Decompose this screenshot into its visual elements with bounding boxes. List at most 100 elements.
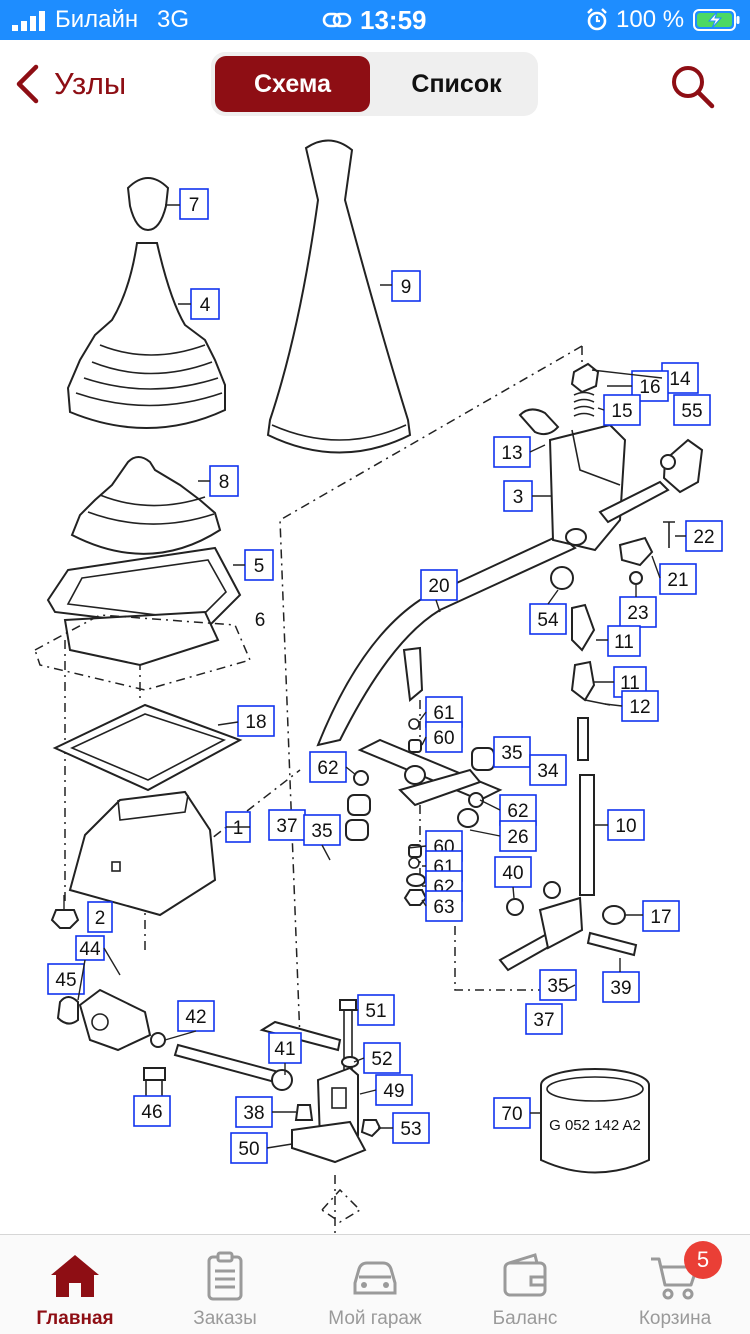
part-label[interactable]: 44 (75, 935, 105, 961)
part-label[interactable]: 9 (391, 270, 421, 302)
svg-text:54: 54 (537, 610, 559, 631)
tab-orders-label: Заказы (193, 1308, 257, 1329)
part-label[interactable]: 45 (47, 963, 85, 995)
part-label[interactable]: 51 (357, 994, 395, 1026)
part-label[interactable]: 38 (235, 1096, 273, 1128)
part-label[interactable]: 55 (673, 394, 711, 426)
svg-text:15: 15 (611, 401, 632, 422)
part-label[interactable]: 63 (425, 890, 463, 922)
svg-text:14: 14 (669, 369, 691, 390)
svg-text:46: 46 (141, 1102, 162, 1123)
tab-balance[interactable]: Баланс (450, 1235, 600, 1334)
svg-text:8: 8 (219, 472, 230, 493)
part-label[interactable]: 42 (177, 1000, 215, 1032)
search-icon[interactable] (668, 62, 716, 110)
svg-text:34: 34 (537, 761, 559, 782)
svg-text:2: 2 (95, 908, 106, 929)
parts-diagram[interactable]: 7 9 4 14 16 15 55 13 3 8 22 5 21 6 20 23… (0, 128, 750, 1234)
svg-text:26: 26 (507, 827, 528, 848)
svg-text:62: 62 (317, 758, 338, 779)
part-label[interactable]: 40 (494, 856, 532, 888)
part-label[interactable]: 15 (603, 394, 641, 426)
cellular-signal-icon (12, 11, 45, 31)
part-label[interactable]: 60 (425, 721, 463, 753)
svg-text:20: 20 (428, 576, 449, 597)
part-label[interactable]: 26 (499, 820, 537, 852)
svg-text:1: 1 (233, 818, 244, 839)
part-label[interactable]: 21 (659, 563, 697, 595)
svg-text:12: 12 (629, 697, 650, 718)
tab-garage[interactable]: Мой гараж (300, 1235, 450, 1334)
part-label[interactable]: 2 (87, 901, 113, 933)
part-label[interactable]: 46 (133, 1095, 171, 1127)
part-label[interactable]: 17 (642, 900, 680, 932)
exploded-view-drawing: 7 9 4 14 16 15 55 13 3 8 22 5 21 6 20 23… (34, 139, 723, 1234)
svg-text:55: 55 (681, 401, 702, 422)
svg-text:13: 13 (501, 443, 522, 464)
clock: 13:59 (360, 5, 427, 35)
part-label[interactable]: 10 (607, 809, 645, 841)
part-label[interactable]: 50 (230, 1132, 268, 1164)
svg-text:35: 35 (547, 976, 568, 997)
segment-list[interactable]: Список (411, 69, 502, 98)
part-label[interactable]: 52 (363, 1042, 401, 1074)
status-bar: Билайн 3G 13:59 100 % (0, 0, 750, 40)
part-label[interactable]: 37 (525, 1003, 563, 1035)
segment-scheme[interactable]: Схема (215, 56, 370, 112)
svg-text:17: 17 (650, 907, 671, 928)
part-label[interactable]: 23 (619, 596, 657, 628)
tab-orders[interactable]: Заказы (150, 1235, 300, 1334)
svg-text:4: 4 (200, 295, 211, 316)
part-label[interactable]: 6 (255, 610, 266, 631)
part-label[interactable]: 4 (190, 288, 220, 320)
battery-charging-icon (693, 9, 740, 31)
svg-text:45: 45 (55, 970, 76, 991)
part-label[interactable]: 5 (244, 549, 274, 581)
part-label[interactable]: 11 (607, 625, 641, 657)
svg-text:70: 70 (501, 1104, 522, 1125)
part-label[interactable]: 35 (493, 736, 531, 768)
part-code-text: G 052 142 A2 (549, 1117, 641, 1134)
part-label[interactable]: 53 (392, 1112, 430, 1144)
svg-text:37: 37 (533, 1010, 554, 1031)
part-label[interactable]: 35 (303, 814, 341, 846)
tab-home[interactable]: Главная (0, 1235, 150, 1334)
chevron-left-icon (16, 64, 39, 104)
part-label[interactable]: 8 (209, 465, 239, 497)
part-label[interactable]: 62 (309, 751, 347, 783)
tab-cart[interactable]: 5 Корзина (600, 1235, 750, 1334)
svg-text:62: 62 (507, 801, 528, 822)
part-label[interactable]: 54 (529, 603, 567, 635)
part-label[interactable]: 13 (493, 436, 531, 468)
svg-text:61: 61 (433, 703, 454, 724)
svg-text:11: 11 (620, 673, 640, 694)
svg-text:11: 11 (614, 632, 634, 653)
part-label[interactable]: 35 (539, 969, 577, 1001)
view-segmented-control: Схема Список (211, 52, 538, 116)
part-label[interactable]: 12 (621, 690, 659, 722)
svg-text:35: 35 (501, 743, 522, 764)
back-button[interactable]: Узлы (14, 62, 126, 106)
svg-text:7: 7 (189, 195, 200, 216)
part-label[interactable]: 70 (493, 1097, 531, 1129)
part-label[interactable]: 39 (602, 971, 640, 1003)
part-label[interactable]: 41 (268, 1032, 302, 1064)
tab-home-label: Главная (36, 1308, 114, 1329)
part-label[interactable]: 7 (179, 188, 209, 220)
svg-text:63: 63 (433, 897, 454, 918)
link-icon (322, 12, 352, 28)
part-label[interactable]: 20 (420, 569, 458, 601)
svg-text:51: 51 (365, 1001, 386, 1022)
svg-text:22: 22 (693, 527, 714, 548)
tab-bar: Главная Заказы Мой гараж Баланс 5 (0, 1234, 750, 1334)
part-label[interactable]: 18 (237, 705, 275, 737)
svg-text:53: 53 (400, 1119, 421, 1140)
part-label[interactable]: 3 (503, 480, 533, 512)
svg-text:21: 21 (667, 570, 688, 591)
svg-text:35: 35 (311, 821, 332, 842)
battery-percent: 100 % (616, 6, 685, 33)
part-label[interactable]: 37 (268, 809, 306, 841)
part-label[interactable]: 22 (685, 520, 723, 552)
part-label[interactable]: 34 (529, 754, 567, 786)
part-label[interactable]: 49 (375, 1074, 413, 1106)
